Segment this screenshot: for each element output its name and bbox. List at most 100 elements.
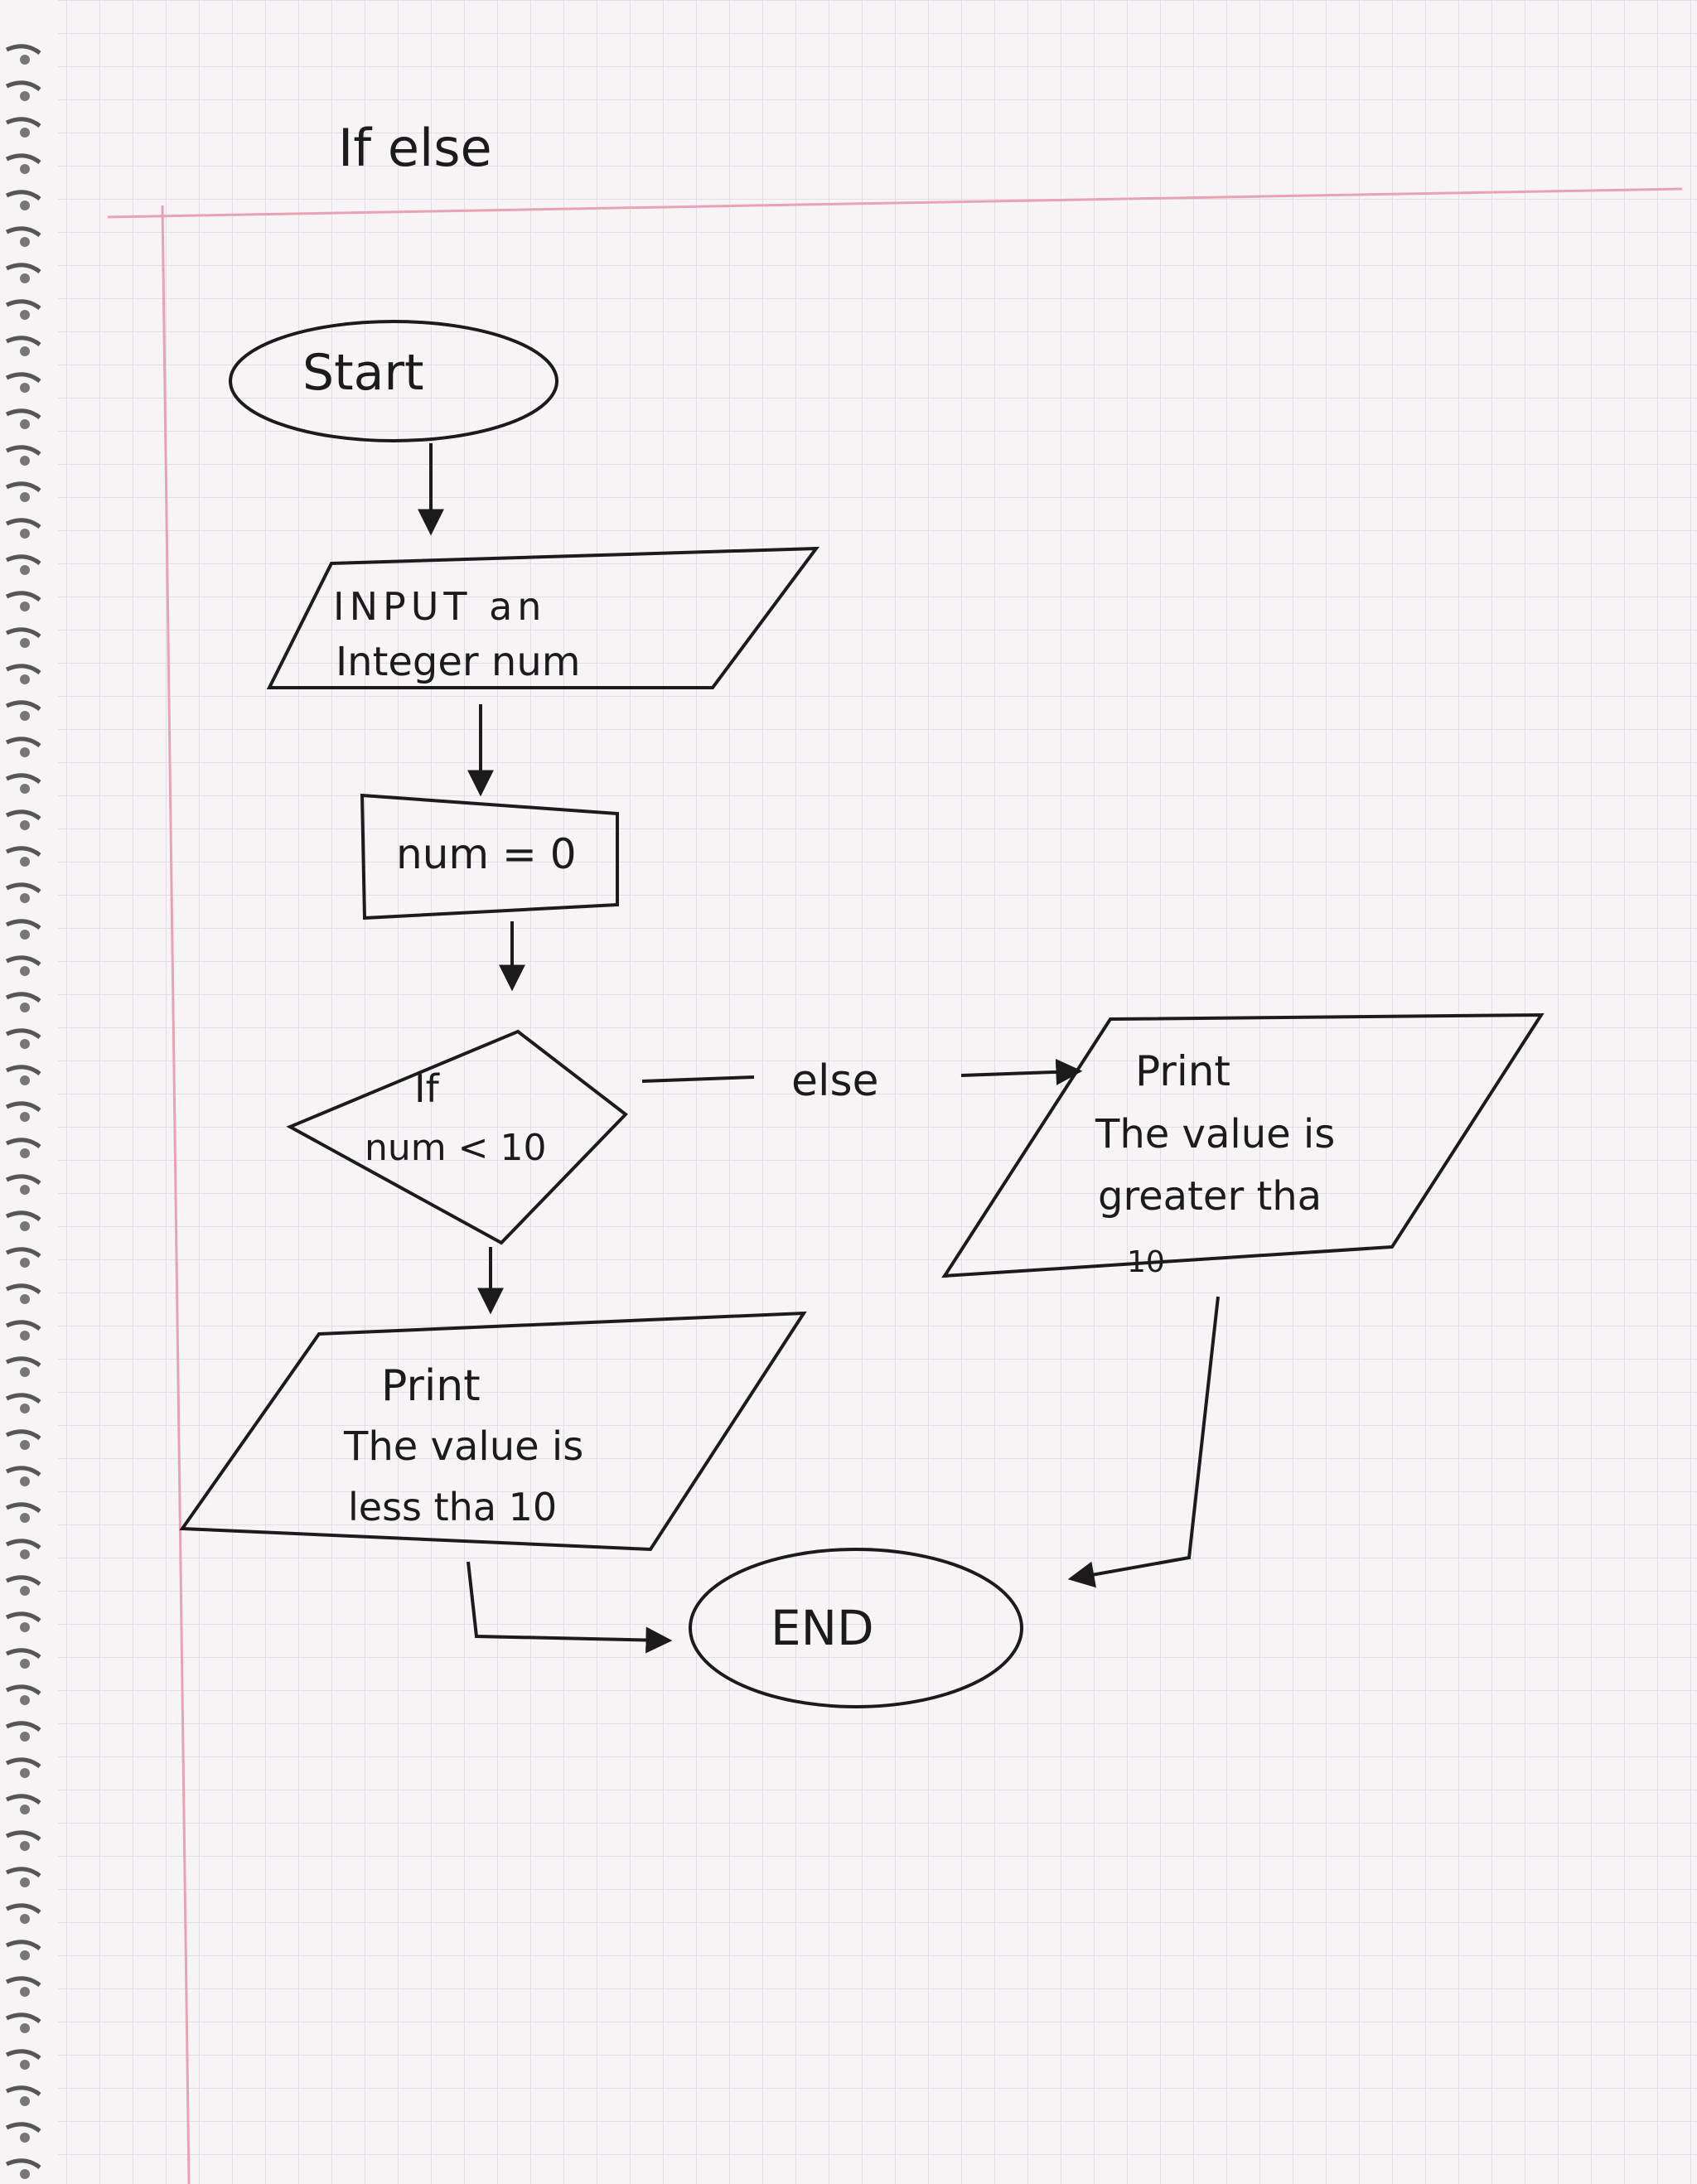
decision-label-line2: num < 10 bbox=[365, 1127, 546, 1169]
spiral-hole bbox=[20, 1148, 30, 1158]
start-terminator bbox=[229, 320, 558, 442]
spiral-ring bbox=[5, 846, 41, 858]
spiral-ring bbox=[5, 1028, 41, 1040]
spiral-hole bbox=[20, 1039, 30, 1049]
spiral-ring bbox=[5, 44, 41, 56]
spiral-hole bbox=[20, 55, 30, 65]
spiral-ring bbox=[5, 80, 41, 92]
spiral-hole bbox=[20, 747, 30, 757]
spiral-hole bbox=[20, 930, 30, 940]
spiral-hole bbox=[20, 1732, 30, 1742]
print-less-line1: Print bbox=[381, 1361, 481, 1411]
spiral-ring bbox=[5, 2012, 41, 2024]
print-less-line2: The value is bbox=[343, 1423, 583, 1470]
spiral-ring bbox=[5, 1502, 41, 1514]
print-greater-line4: 10 bbox=[1127, 1245, 1165, 1279]
spiral-hole bbox=[20, 164, 30, 174]
spiral-hole bbox=[20, 966, 30, 976]
spiral-hole bbox=[20, 674, 30, 684]
print-greater-line1: Print bbox=[1135, 1047, 1230, 1095]
spiral-ring bbox=[5, 1684, 41, 1696]
spiral-hole bbox=[20, 602, 30, 611]
spiral-ring bbox=[5, 481, 41, 493]
spiral-hole bbox=[20, 1877, 30, 1887]
spiral-ring bbox=[5, 2049, 41, 2061]
spiral-hole bbox=[20, 1586, 30, 1596]
spiral-hole bbox=[20, 1003, 30, 1012]
spiral-hole bbox=[20, 2169, 30, 2179]
spiral-hole bbox=[20, 1404, 30, 1413]
spiral-hole bbox=[20, 1331, 30, 1341]
spiral-ring bbox=[5, 1721, 41, 1732]
spiral-ring bbox=[5, 1138, 41, 1149]
spiral-hole bbox=[20, 1695, 30, 1705]
spiral-hole bbox=[20, 1294, 30, 1304]
spiral-ring bbox=[5, 1393, 41, 1404]
spiral-hole bbox=[20, 1112, 30, 1122]
spiral-hole bbox=[20, 1476, 30, 1486]
spiral-ring bbox=[5, 554, 41, 566]
spiral-hole bbox=[20, 1549, 30, 1559]
spiral-ring bbox=[5, 919, 41, 930]
spiral-ring bbox=[5, 1903, 41, 1915]
spiral-ring bbox=[5, 1466, 41, 1477]
end-terminator bbox=[689, 1548, 1023, 1708]
spiral-hole bbox=[20, 638, 30, 648]
spiral-hole bbox=[20, 383, 30, 393]
spiral-ring bbox=[5, 1174, 41, 1186]
input-label-line1: INPUT an bbox=[333, 584, 546, 629]
input-box bbox=[266, 546, 820, 689]
spiral-binding bbox=[5, 44, 41, 2179]
spiral-hole bbox=[20, 201, 30, 210]
spiral-ring bbox=[5, 992, 41, 1003]
spiral-ring bbox=[5, 1065, 41, 1076]
spiral-hole bbox=[20, 1659, 30, 1669]
spiral-hole bbox=[20, 711, 30, 721]
spiral-ring bbox=[5, 809, 41, 821]
spiral-ring bbox=[5, 700, 41, 712]
spiral-ring bbox=[5, 263, 41, 274]
spiral-hole bbox=[20, 2133, 30, 2143]
spiral-ring bbox=[5, 1356, 41, 1368]
spiral-ring bbox=[5, 1830, 41, 1842]
arrow-print-greater-to-end bbox=[1067, 1296, 1220, 1588]
spiral-hole bbox=[20, 273, 30, 283]
spiral-ring bbox=[5, 1539, 41, 1550]
spiral-hole bbox=[20, 784, 30, 794]
spiral-ring bbox=[5, 773, 41, 785]
spiral-ring bbox=[5, 2122, 41, 2133]
spiral-hole bbox=[20, 2023, 30, 2033]
spiral-ring bbox=[5, 1101, 41, 1113]
spiral-hole bbox=[20, 346, 30, 356]
spiral-hole bbox=[20, 1221, 30, 1231]
spiral-ring bbox=[5, 1429, 41, 1441]
spiral-hole bbox=[20, 565, 30, 575]
left-margin-line bbox=[161, 205, 191, 2184]
spiral-ring bbox=[5, 664, 41, 675]
spiral-ring bbox=[5, 445, 41, 457]
spiral-hole bbox=[20, 456, 30, 466]
spiral-ring bbox=[5, 1648, 41, 1660]
spiral-hole bbox=[20, 1185, 30, 1195]
spiral-hole bbox=[20, 820, 30, 830]
spiral-hole bbox=[20, 1513, 30, 1523]
spiral-hole bbox=[20, 529, 30, 539]
spiral-ring bbox=[5, 372, 41, 384]
spiral-ring bbox=[5, 117, 41, 128]
page-title: If else bbox=[338, 118, 492, 178]
print-less-box bbox=[179, 1311, 807, 1552]
spiral-ring bbox=[5, 955, 41, 967]
else-arrow bbox=[960, 1058, 1083, 1085]
top-margin-line bbox=[107, 187, 1683, 219]
spiral-ring bbox=[5, 2158, 41, 2170]
grid-paper bbox=[58, 0, 1697, 2184]
spiral-ring bbox=[5, 1976, 41, 1988]
spiral-ring bbox=[5, 1320, 41, 1331]
spiral-ring bbox=[5, 1247, 41, 1259]
spiral-hole bbox=[20, 419, 30, 429]
end-label: END bbox=[771, 1600, 874, 1656]
process-box bbox=[360, 793, 619, 920]
input-label-line2: Integer num bbox=[336, 639, 581, 685]
spiral-hole bbox=[20, 1805, 30, 1814]
